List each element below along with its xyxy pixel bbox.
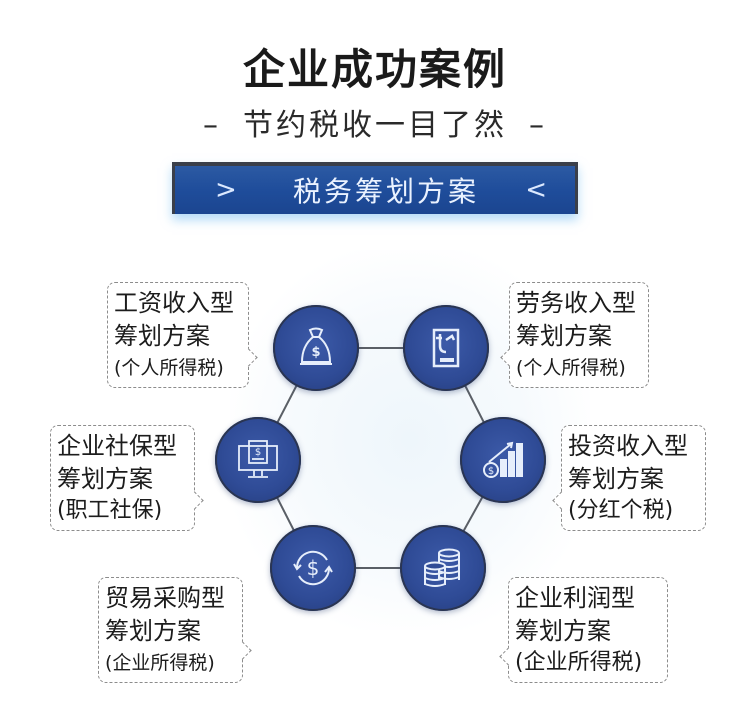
- subtitle-dash-left: –: [203, 108, 221, 143]
- money-bag-icon: $: [300, 327, 332, 365]
- bubble-social-security-title: 企业社保型: [57, 432, 177, 460]
- bubble-social-security: 企业社保型 筹划方案 (职工社保): [50, 425, 204, 531]
- svg-text:$: $: [307, 556, 320, 580]
- page-subtitle: –节约税收一目了然–: [0, 100, 750, 144]
- node-trade: $: [270, 525, 356, 611]
- bubble-trade: 贸易采购型 筹划方案 (企业所得税): [98, 577, 252, 683]
- bubble-trade-tax: (企业所得税): [105, 652, 215, 674]
- node-labor: [403, 305, 489, 391]
- bubble-profit: 企业利润型 筹划方案 (企业所得税): [499, 577, 668, 683]
- bubble-salary-tax: (个人所得税): [114, 357, 224, 379]
- subtitle-text: 节约税收一目了然: [243, 108, 507, 143]
- node-profit: [400, 525, 486, 611]
- bubble-salary-title: 工资收入型: [114, 289, 234, 317]
- payment-card-icon: [432, 328, 460, 368]
- bubble-labor-subtitle: 筹划方案: [516, 322, 612, 350]
- bubble-investment-title: 投资收入型: [568, 432, 688, 460]
- bubble-investment-tax: (分红个税): [568, 498, 674, 523]
- bubble-investment-subtitle: 筹划方案: [568, 465, 664, 493]
- bubble-profit-title: 企业利润型: [515, 584, 635, 612]
- bubble-trade-title: 贸易采购型: [105, 584, 225, 612]
- dollar-exchange-icon: $: [293, 550, 333, 586]
- section-banner: > 税务筹划方案 <: [172, 162, 578, 214]
- bubble-labor: 劳务收入型 筹划方案 (个人所得税): [500, 282, 649, 388]
- svg-text:$: $: [488, 466, 494, 477]
- bubble-profit-tax: (企业所得税): [515, 650, 643, 675]
- bubble-social-security-tax: (职工社保): [57, 498, 163, 523]
- banner-left-arrow: >: [215, 175, 237, 205]
- growth-chart-icon: $: [483, 441, 523, 478]
- node-salary: $: [273, 305, 359, 391]
- bubble-salary: 工资收入型 筹划方案 (个人所得税): [107, 282, 258, 388]
- svg-text:$: $: [255, 447, 261, 458]
- bubble-profit-subtitle: 筹划方案: [515, 617, 611, 645]
- bubble-labor-tax: (个人所得税): [516, 357, 626, 379]
- bubble-investment: 投资收入型 筹划方案 (分红个税): [552, 425, 706, 531]
- node-investment: $: [460, 417, 546, 503]
- banner-right-arrow: <: [525, 175, 547, 205]
- banner-label: 税务筹划方案: [292, 175, 479, 208]
- coin-stacks-icon: [424, 548, 460, 587]
- svg-text:$: $: [311, 345, 320, 360]
- bubble-salary-subtitle: 筹划方案: [114, 322, 210, 350]
- bubble-social-security-subtitle: 筹划方案: [57, 465, 153, 493]
- computer-dollar-icon: $: [238, 440, 278, 478]
- page-title: 企业成功案例: [242, 45, 507, 94]
- node-social-security: $: [215, 417, 301, 503]
- bubble-labor-title: 劳务收入型: [516, 289, 636, 317]
- bubble-trade-subtitle: 筹划方案: [105, 617, 201, 645]
- subtitle-dash-right: –: [529, 108, 547, 143]
